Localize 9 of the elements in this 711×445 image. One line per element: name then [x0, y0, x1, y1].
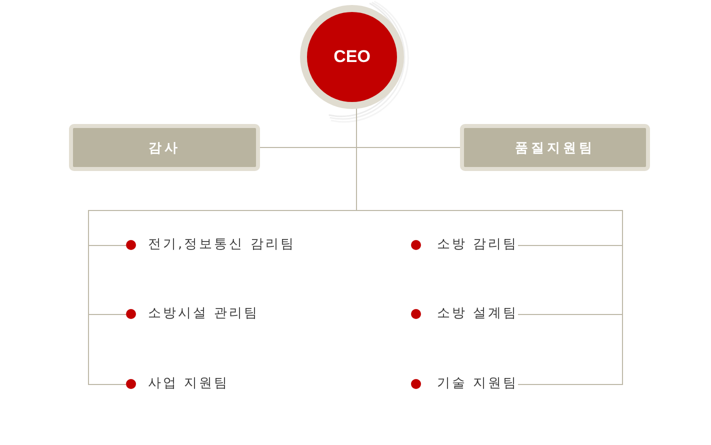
position-circle: CEO — [300, 5, 404, 109]
team-label: 소방 감리팀 — [437, 236, 518, 254]
department-box: 감사 — [69, 124, 260, 171]
team-label: 사업 지원팀 — [148, 375, 230, 393]
team-label: 전기,정보통신 감리팀 — [148, 236, 296, 254]
team-label: 소방시설 관리팀 — [148, 305, 260, 323]
department-box: 품질지원팀 — [460, 124, 650, 171]
team-label: 기술 지원팀 — [437, 375, 518, 393]
team-label: 소방 설계팀 — [437, 305, 518, 323]
